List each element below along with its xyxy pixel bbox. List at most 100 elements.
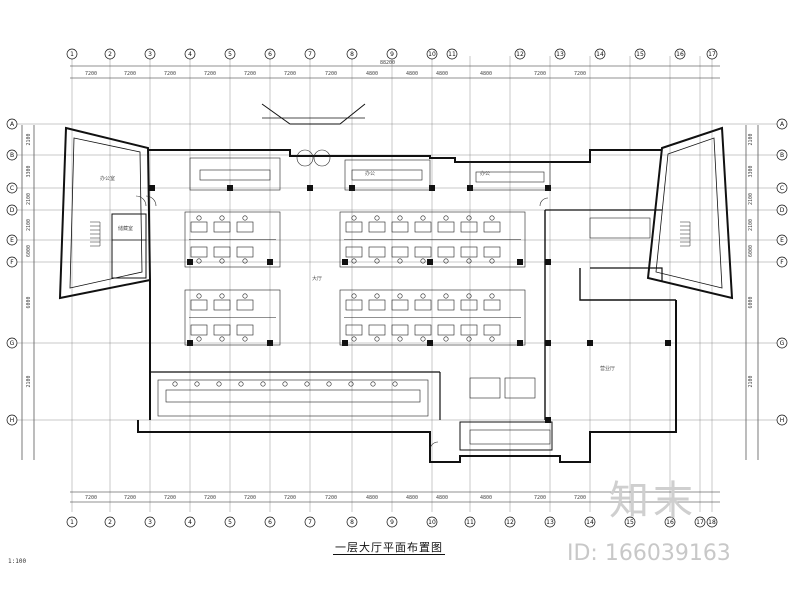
column: [227, 185, 233, 191]
axis-label: A: [780, 121, 785, 128]
side-dimension-right: 6000: [748, 296, 754, 308]
desk: [391, 324, 409, 336]
axis-label: G: [10, 340, 15, 347]
desk: [391, 221, 409, 233]
axis-bubble: [6, 234, 18, 246]
dimension-label: 7200: [574, 71, 586, 77]
desk: [345, 299, 363, 311]
axis-label: 5: [228, 519, 232, 526]
watermark-brand-logo: 知末: [609, 478, 697, 524]
axis-label: 14: [586, 519, 594, 526]
chair: [397, 258, 403, 264]
axis-bubble: [776, 414, 788, 426]
axis-bubble: [706, 516, 718, 528]
axis-label: 12: [516, 51, 524, 58]
side-dimension-right: 3300: [748, 165, 754, 177]
axis-label: H: [780, 417, 785, 424]
axis-label: 18: [708, 519, 716, 526]
chair: [489, 293, 495, 299]
axis-label: 9: [390, 519, 394, 526]
chair: [489, 215, 495, 221]
axis-label: 6: [268, 51, 272, 58]
desk: [391, 246, 409, 258]
chair: [351, 258, 357, 264]
column: [427, 259, 433, 265]
chair: [351, 336, 357, 342]
dimension-label: 4800: [480, 495, 492, 501]
dimension-label: 4800: [436, 495, 448, 501]
axis-bubble: [694, 516, 706, 528]
dimension-label: 4800: [406, 495, 418, 501]
chair: [392, 381, 398, 387]
side-dimension-left: 6000: [26, 245, 32, 257]
axis-bubble: [776, 149, 788, 161]
column: [517, 340, 523, 346]
column: [427, 340, 433, 346]
stairs: [90, 221, 691, 247]
axis-bubble: [584, 516, 596, 528]
axis-label: H: [10, 417, 15, 424]
chair: [238, 381, 244, 387]
desk: [483, 246, 501, 258]
chair: [397, 336, 403, 342]
chair: [443, 215, 449, 221]
column: [545, 340, 551, 346]
axis-label: F: [780, 259, 784, 266]
axis-label: E: [780, 237, 784, 244]
chair: [351, 293, 357, 299]
column: [587, 340, 593, 346]
room-label-office-a: 办公: [365, 170, 375, 177]
chair: [196, 258, 202, 264]
axis-bubble: [674, 48, 686, 60]
desk: [236, 324, 254, 336]
chair: [219, 293, 225, 299]
desk: [414, 299, 432, 311]
axis-bubble: [104, 516, 116, 528]
desk: [345, 221, 363, 233]
axis-bubble: [304, 48, 316, 60]
chair: [374, 336, 380, 342]
overall-dimension: 88200: [380, 60, 395, 66]
axis-label: E: [10, 237, 14, 244]
axis-label: 8: [350, 519, 354, 526]
axis-label: 2: [108, 519, 112, 526]
axis-label: 15: [636, 51, 644, 58]
chair: [282, 381, 288, 387]
axis-bubble: [304, 516, 316, 528]
desk: [213, 299, 231, 311]
axis-bubble: [554, 48, 566, 60]
chair: [216, 381, 222, 387]
axis-label: 17: [708, 51, 716, 58]
axis-label: 15: [626, 519, 634, 526]
dimension-label: 4800: [366, 71, 378, 77]
desk: [345, 246, 363, 258]
side-dimension-left: 2100: [26, 219, 32, 231]
chair: [196, 215, 202, 221]
axis-bubble: [184, 516, 196, 528]
desk: [460, 221, 478, 233]
side-dimension-right: 2100: [748, 193, 754, 205]
axis-bubble: [144, 48, 156, 60]
side-dimension-left: 6000: [26, 296, 32, 308]
desk: [368, 324, 386, 336]
axis-label: 11: [448, 51, 456, 58]
column: [342, 259, 348, 265]
desk: [437, 299, 455, 311]
axis-label: 4: [188, 51, 192, 58]
chair: [443, 258, 449, 264]
desk: [414, 246, 432, 258]
desk: [414, 324, 432, 336]
chair: [420, 293, 426, 299]
axis-label: 2: [108, 51, 112, 58]
axis-label: D: [780, 207, 785, 214]
axis-label: C: [10, 185, 14, 192]
axis-bubble: [664, 516, 676, 528]
axis-bubble: [264, 48, 276, 60]
chair: [443, 336, 449, 342]
axis-bubble: [386, 48, 398, 60]
chair: [466, 258, 472, 264]
